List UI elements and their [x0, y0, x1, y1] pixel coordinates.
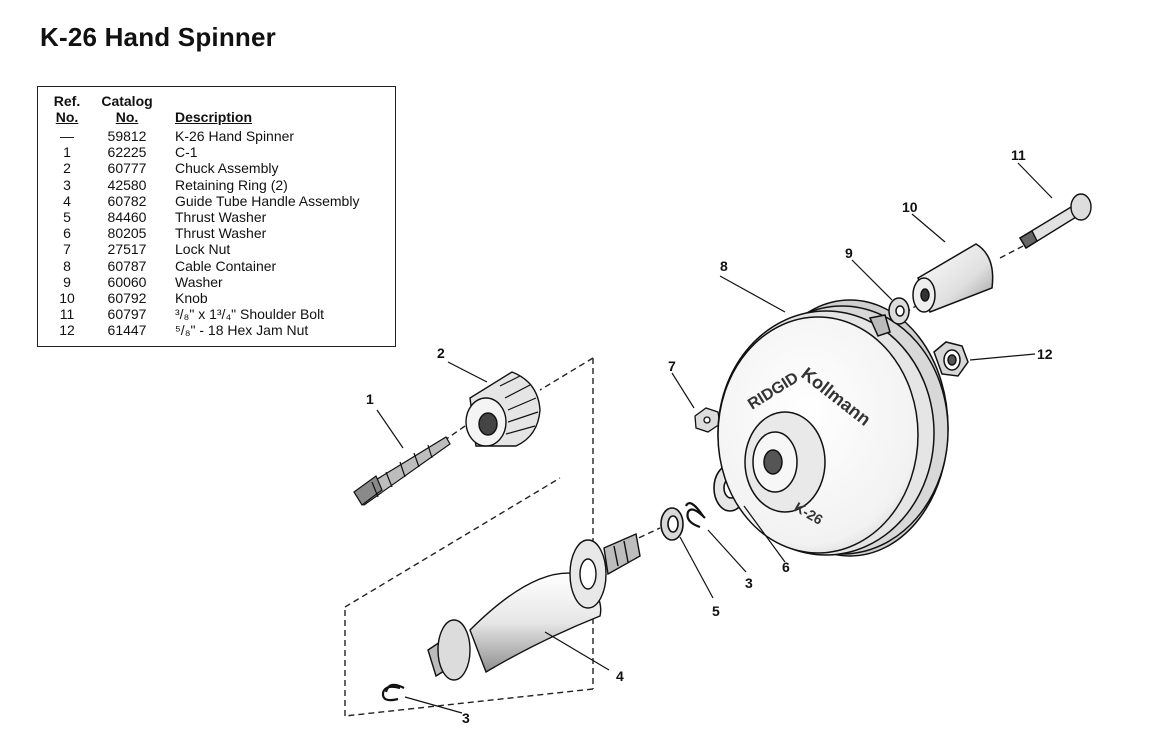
- row-catalog-no: 59812: [107, 128, 147, 144]
- row-catalog-no: 60060: [107, 273, 147, 290]
- ref-header-line2: No.: [55, 109, 79, 125]
- callout-2: 2: [437, 345, 445, 361]
- row-description: C-1: [175, 144, 198, 161]
- row-ref-no: 3: [63, 176, 71, 193]
- leader-lines: [376, 162, 1053, 714]
- parts-row: — 59812 K-26 Hand Spinner: [38, 128, 395, 144]
- part-1-c1-screw: [353, 436, 451, 506]
- parts-row: 5 84460 Thrust Washer: [38, 209, 395, 225]
- part-4-guide-tube-handle: [427, 533, 641, 681]
- row-ref-no: 7: [63, 241, 71, 258]
- row-description: K-26 Hand Spinner: [175, 128, 295, 144]
- row-ref-no: 10: [59, 290, 75, 306]
- row-description: Washer: [175, 273, 223, 290]
- row-catalog-no: 60777: [107, 160, 147, 177]
- parts-row: 6 80205 Thrust Washer: [38, 225, 395, 241]
- part-5-thrust-washer: [660, 507, 684, 541]
- part-3-retaining-ring-upper: [684, 502, 706, 529]
- catalog-header-line2: No.: [115, 109, 139, 125]
- row-description: Guide Tube Handle Assembly: [175, 192, 360, 209]
- row-description: ⁵/₈" - 18 Hex Jam Nut: [175, 322, 309, 339]
- row-ref-no: 2: [63, 160, 71, 177]
- row-catalog-no: 61447: [107, 322, 147, 339]
- row-catalog-no: 60797: [107, 306, 147, 323]
- parts-row: 1 62225 C-1: [38, 144, 395, 160]
- row-catalog-no: 42580: [107, 176, 147, 193]
- callout-3-upper: 3: [745, 575, 753, 591]
- callout-9: 9: [845, 245, 853, 261]
- part-10-knob: [912, 243, 994, 313]
- row-ref-no: 9: [63, 273, 71, 290]
- row-description: Retaining Ring (2): [175, 176, 288, 193]
- row-catalog-no: 62225: [107, 144, 147, 161]
- row-description: Chuck Assembly: [175, 160, 279, 177]
- callout-6: 6: [782, 559, 790, 575]
- parts-row: 9 60060 Washer: [38, 274, 395, 290]
- callout-8: 8: [720, 258, 728, 274]
- part-11-shoulder-bolt: [1019, 193, 1092, 249]
- parts-row: 2 60777 Chuck Assembly: [38, 160, 395, 176]
- catalog-header: Catalog No.: [96, 93, 158, 125]
- part-2-chuck-assembly: [465, 371, 541, 447]
- row-catalog-no: 84460: [107, 209, 147, 225]
- row-description: Lock Nut: [175, 241, 231, 258]
- row-description: ³/₈" x 1³/₄" Shoulder Bolt: [175, 306, 325, 323]
- parts-row: 12 61447 ⁵/₈" - 18 Hex Jam Nut: [38, 322, 395, 338]
- row-ref-no: 12: [59, 322, 75, 339]
- row-ref-no: 5: [63, 209, 71, 225]
- part-7-lock-nut: [694, 407, 721, 433]
- callout-10: 10: [902, 199, 918, 215]
- row-catalog-no: 27517: [107, 241, 147, 258]
- row-ref-no: 6: [63, 225, 71, 242]
- row-ref-no: 8: [63, 257, 71, 274]
- callout-3-lower: 3: [462, 710, 470, 726]
- parts-row: 3 42580 Retaining Ring (2): [38, 177, 395, 193]
- row-ref-no: 4: [63, 192, 71, 209]
- parts-row: 8 60787 Cable Container: [38, 258, 395, 274]
- row-ref-no: 1: [63, 144, 71, 161]
- row-ref-no: 11: [59, 306, 75, 323]
- row-catalog-no: 80205: [107, 225, 147, 242]
- callout-1: 1: [366, 391, 374, 407]
- part-3-retaining-ring-lower: [381, 683, 405, 702]
- row-description: Thrust Washer: [175, 225, 267, 242]
- callout-7: 7: [668, 358, 676, 374]
- row-description: Knob: [175, 290, 208, 306]
- parts-row: 7 27517 Lock Nut: [38, 241, 395, 257]
- row-ref-no: —: [60, 128, 74, 144]
- callout-numbers: 1 2 3 3 4 5 6 7 8 9 10 11 12: [366, 147, 1053, 726]
- part-8-cable-container: RIDGID Kollmann K-26: [717, 299, 949, 557]
- description-header: Description: [175, 109, 253, 125]
- part-12-hex-jam-nut: [933, 341, 969, 377]
- callout-4: 4: [616, 668, 624, 684]
- row-catalog-no: 60792: [107, 290, 147, 306]
- callout-5: 5: [712, 603, 720, 619]
- part-9-washer: [888, 297, 910, 325]
- callout-11: 11: [1011, 147, 1026, 163]
- parts-row: 4 60782 Guide Tube Handle Assembly: [38, 193, 395, 209]
- row-description: Cable Container: [175, 257, 277, 274]
- row-catalog-no: 60787: [107, 257, 147, 274]
- callout-12: 12: [1037, 346, 1053, 362]
- row-description: Thrust Washer: [175, 209, 267, 225]
- ref-header-line1: Ref.: [53, 93, 81, 109]
- ref-header: Ref. No.: [50, 93, 84, 125]
- parts-row: 10 60792 Knob: [38, 290, 395, 306]
- parts-row: 11 60797 ³/₈" x 1³/₄" Shoulder Bolt: [38, 306, 395, 322]
- catalog-header-line1: Catalog: [101, 93, 153, 109]
- page-title: K-26 Hand Spinner: [40, 22, 276, 52]
- row-catalog-no: 60782: [107, 192, 147, 209]
